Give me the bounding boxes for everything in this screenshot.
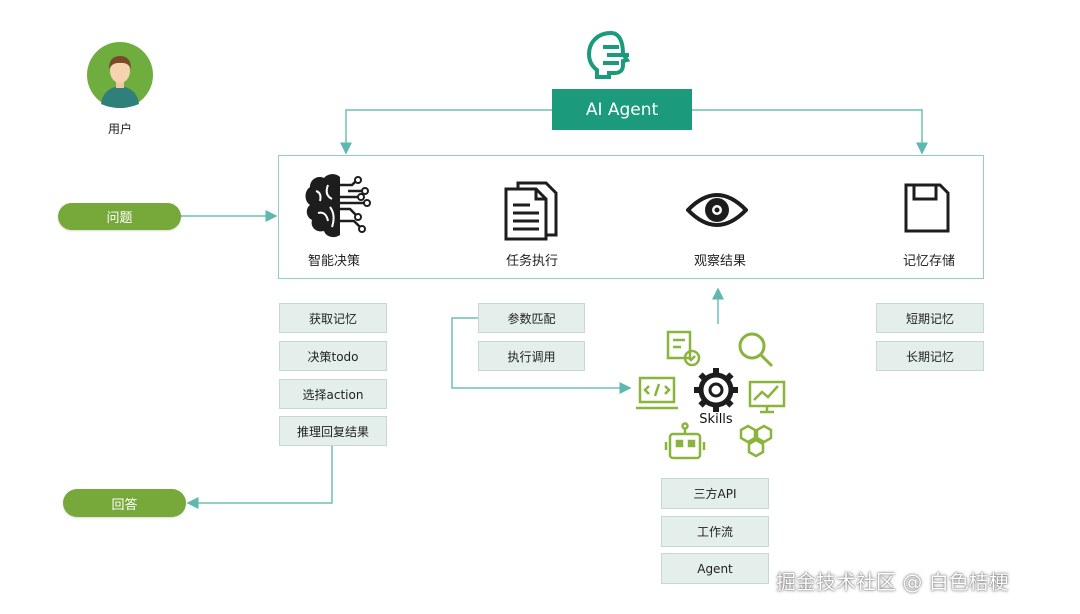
- skills-label: Skills: [699, 412, 733, 427]
- memory-type: 长期记忆: [876, 341, 984, 371]
- hexagon-cluster-icon: [739, 424, 773, 458]
- skills-cluster: [636, 328, 786, 464]
- stage-label-observe: 观察结果: [693, 254, 746, 269]
- answer-connector: [186, 446, 333, 509]
- stage-label-decision: 智能决策: [307, 254, 360, 269]
- execution-step: 执行调用: [478, 341, 585, 371]
- ai-agent-box: AI Agent: [552, 89, 692, 130]
- skill-source: 工作流: [661, 516, 769, 547]
- watermark: 掘金技术社区 @ 白色桔梗: [776, 570, 1009, 594]
- user-icon: [87, 42, 153, 108]
- question-pill: 问题: [58, 203, 181, 230]
- decision-step: 决策todo: [279, 341, 387, 371]
- eye-icon: [685, 193, 749, 227]
- checklist-icon: [666, 330, 701, 367]
- stage-memory: [902, 181, 952, 235]
- document-icon: [504, 181, 558, 241]
- decision-step: 推理回复结果: [279, 416, 387, 446]
- robot-icon: [664, 422, 706, 460]
- agent-head-icon: [586, 30, 631, 79]
- skill-source: 三方API: [661, 478, 769, 509]
- stage-label-execute: 任务执行: [505, 254, 558, 269]
- brain-icon: [305, 174, 371, 238]
- chart-monitor-icon: [748, 380, 786, 414]
- stage-observe: [685, 186, 749, 234]
- magnifier-icon: [738, 332, 774, 368]
- answer-pill: 回答: [63, 489, 186, 517]
- decision-step: 选择action: [279, 379, 387, 409]
- stage-label-memory: 记忆存储: [902, 254, 955, 269]
- gear-icon: [694, 368, 738, 412]
- agent-right-connector: [692, 109, 928, 155]
- skill-source: Agent: [661, 553, 769, 584]
- decision-step: 获取记忆: [279, 303, 387, 333]
- floppy-disk-icon: [904, 183, 950, 233]
- user-avatar: [87, 42, 153, 108]
- user-label: 用户: [107, 122, 132, 136]
- code-monitor-icon: [636, 376, 678, 410]
- stage-execute: [500, 179, 562, 241]
- skills-icons: [636, 330, 786, 460]
- stage-decision: [300, 171, 372, 241]
- agent-logo: [583, 27, 637, 81]
- execution-step: 参数匹配: [478, 303, 585, 333]
- memory-type: 短期记忆: [876, 303, 984, 333]
- agent-left-connector: [340, 109, 552, 155]
- agent-loop-box: [278, 155, 984, 279]
